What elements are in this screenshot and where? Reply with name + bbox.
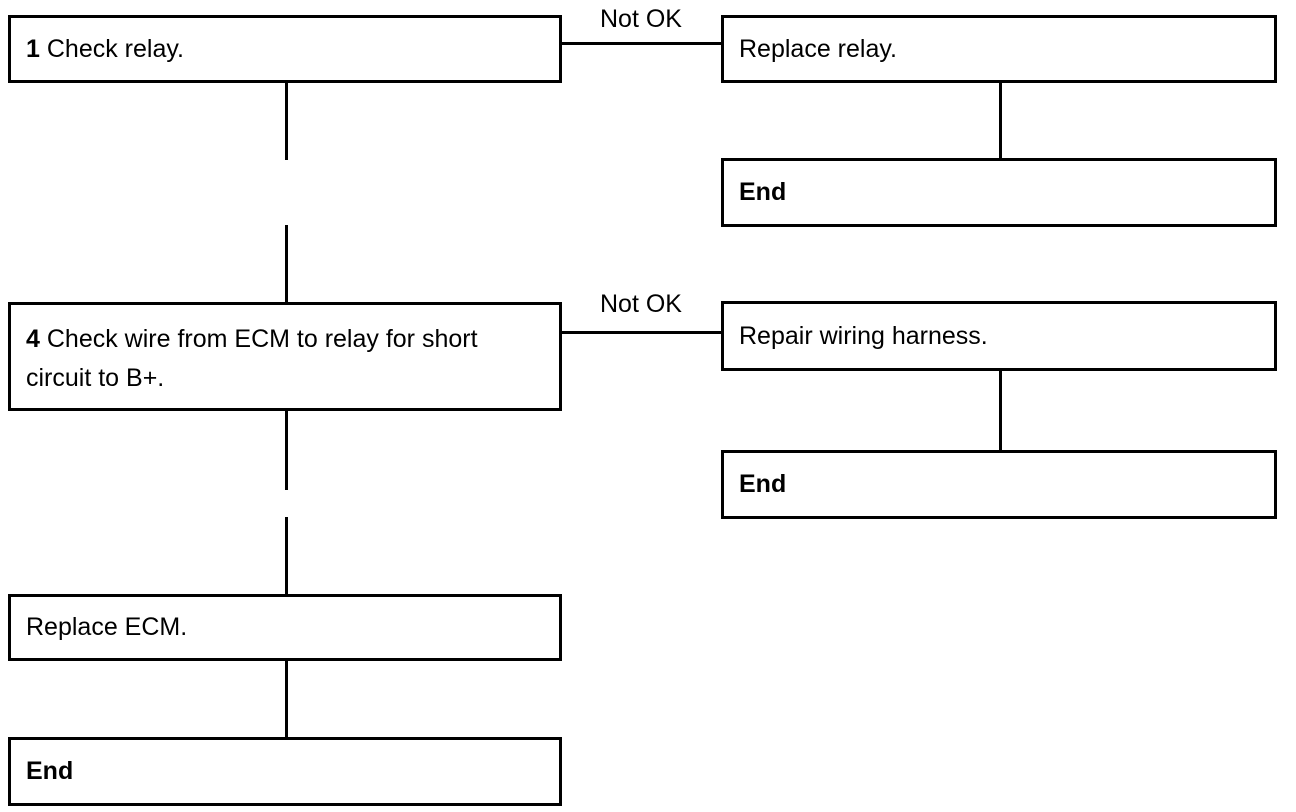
end-box-3: End: [8, 737, 562, 806]
step-4-text-line-2: circuit to B+.: [26, 364, 165, 392]
not-ok-label-step1: Not OK: [600, 5, 682, 33]
step-1-text: Check relay.: [46, 34, 184, 63]
connector-step1-to-replace-relay: [561, 42, 723, 45]
repair-harness-text: Repair wiring harness.: [739, 321, 988, 350]
connector-replace-ecm-to-end: [285, 660, 288, 739]
not-ok-label-step4: Not OK: [600, 290, 682, 318]
replace-relay-text: Replace relay.: [739, 34, 897, 63]
step-4-text-line-1: Check wire from ECM to relay for short: [46, 325, 478, 353]
end-text-1: End: [739, 178, 787, 206]
connector-step4-down-upper: [285, 410, 288, 490]
connector-step4-down-lower: [285, 517, 288, 595]
connector-step1-down-lower: [285, 225, 288, 303]
repair-harness-box: Repair wiring harness.: [721, 301, 1277, 371]
connector-step1-down-upper: [285, 82, 288, 160]
end-box-2: End: [721, 450, 1277, 519]
step-4-box: 4 Check wire from ECM to relay for short…: [8, 302, 562, 411]
end-box-1: End: [721, 158, 1277, 227]
end-text-3: End: [26, 757, 74, 785]
connector-replace-relay-to-end: [999, 82, 1002, 160]
replace-relay-box: Replace relay.: [721, 15, 1277, 83]
replace-ecm-text: Replace ECM.: [26, 613, 188, 641]
step-4-number: 4: [26, 325, 40, 353]
step-1-number: 1: [26, 34, 40, 63]
end-text-2: End: [739, 470, 787, 498]
replace-ecm-box: Replace ECM.: [8, 594, 562, 661]
step-1-box: 1 Check relay.: [8, 15, 562, 83]
step-4-line-1: 4 Check wire from ECM to relay for short: [26, 320, 545, 359]
connector-step4-to-repair-harness: [561, 331, 723, 334]
connector-repair-harness-to-end: [999, 370, 1002, 452]
